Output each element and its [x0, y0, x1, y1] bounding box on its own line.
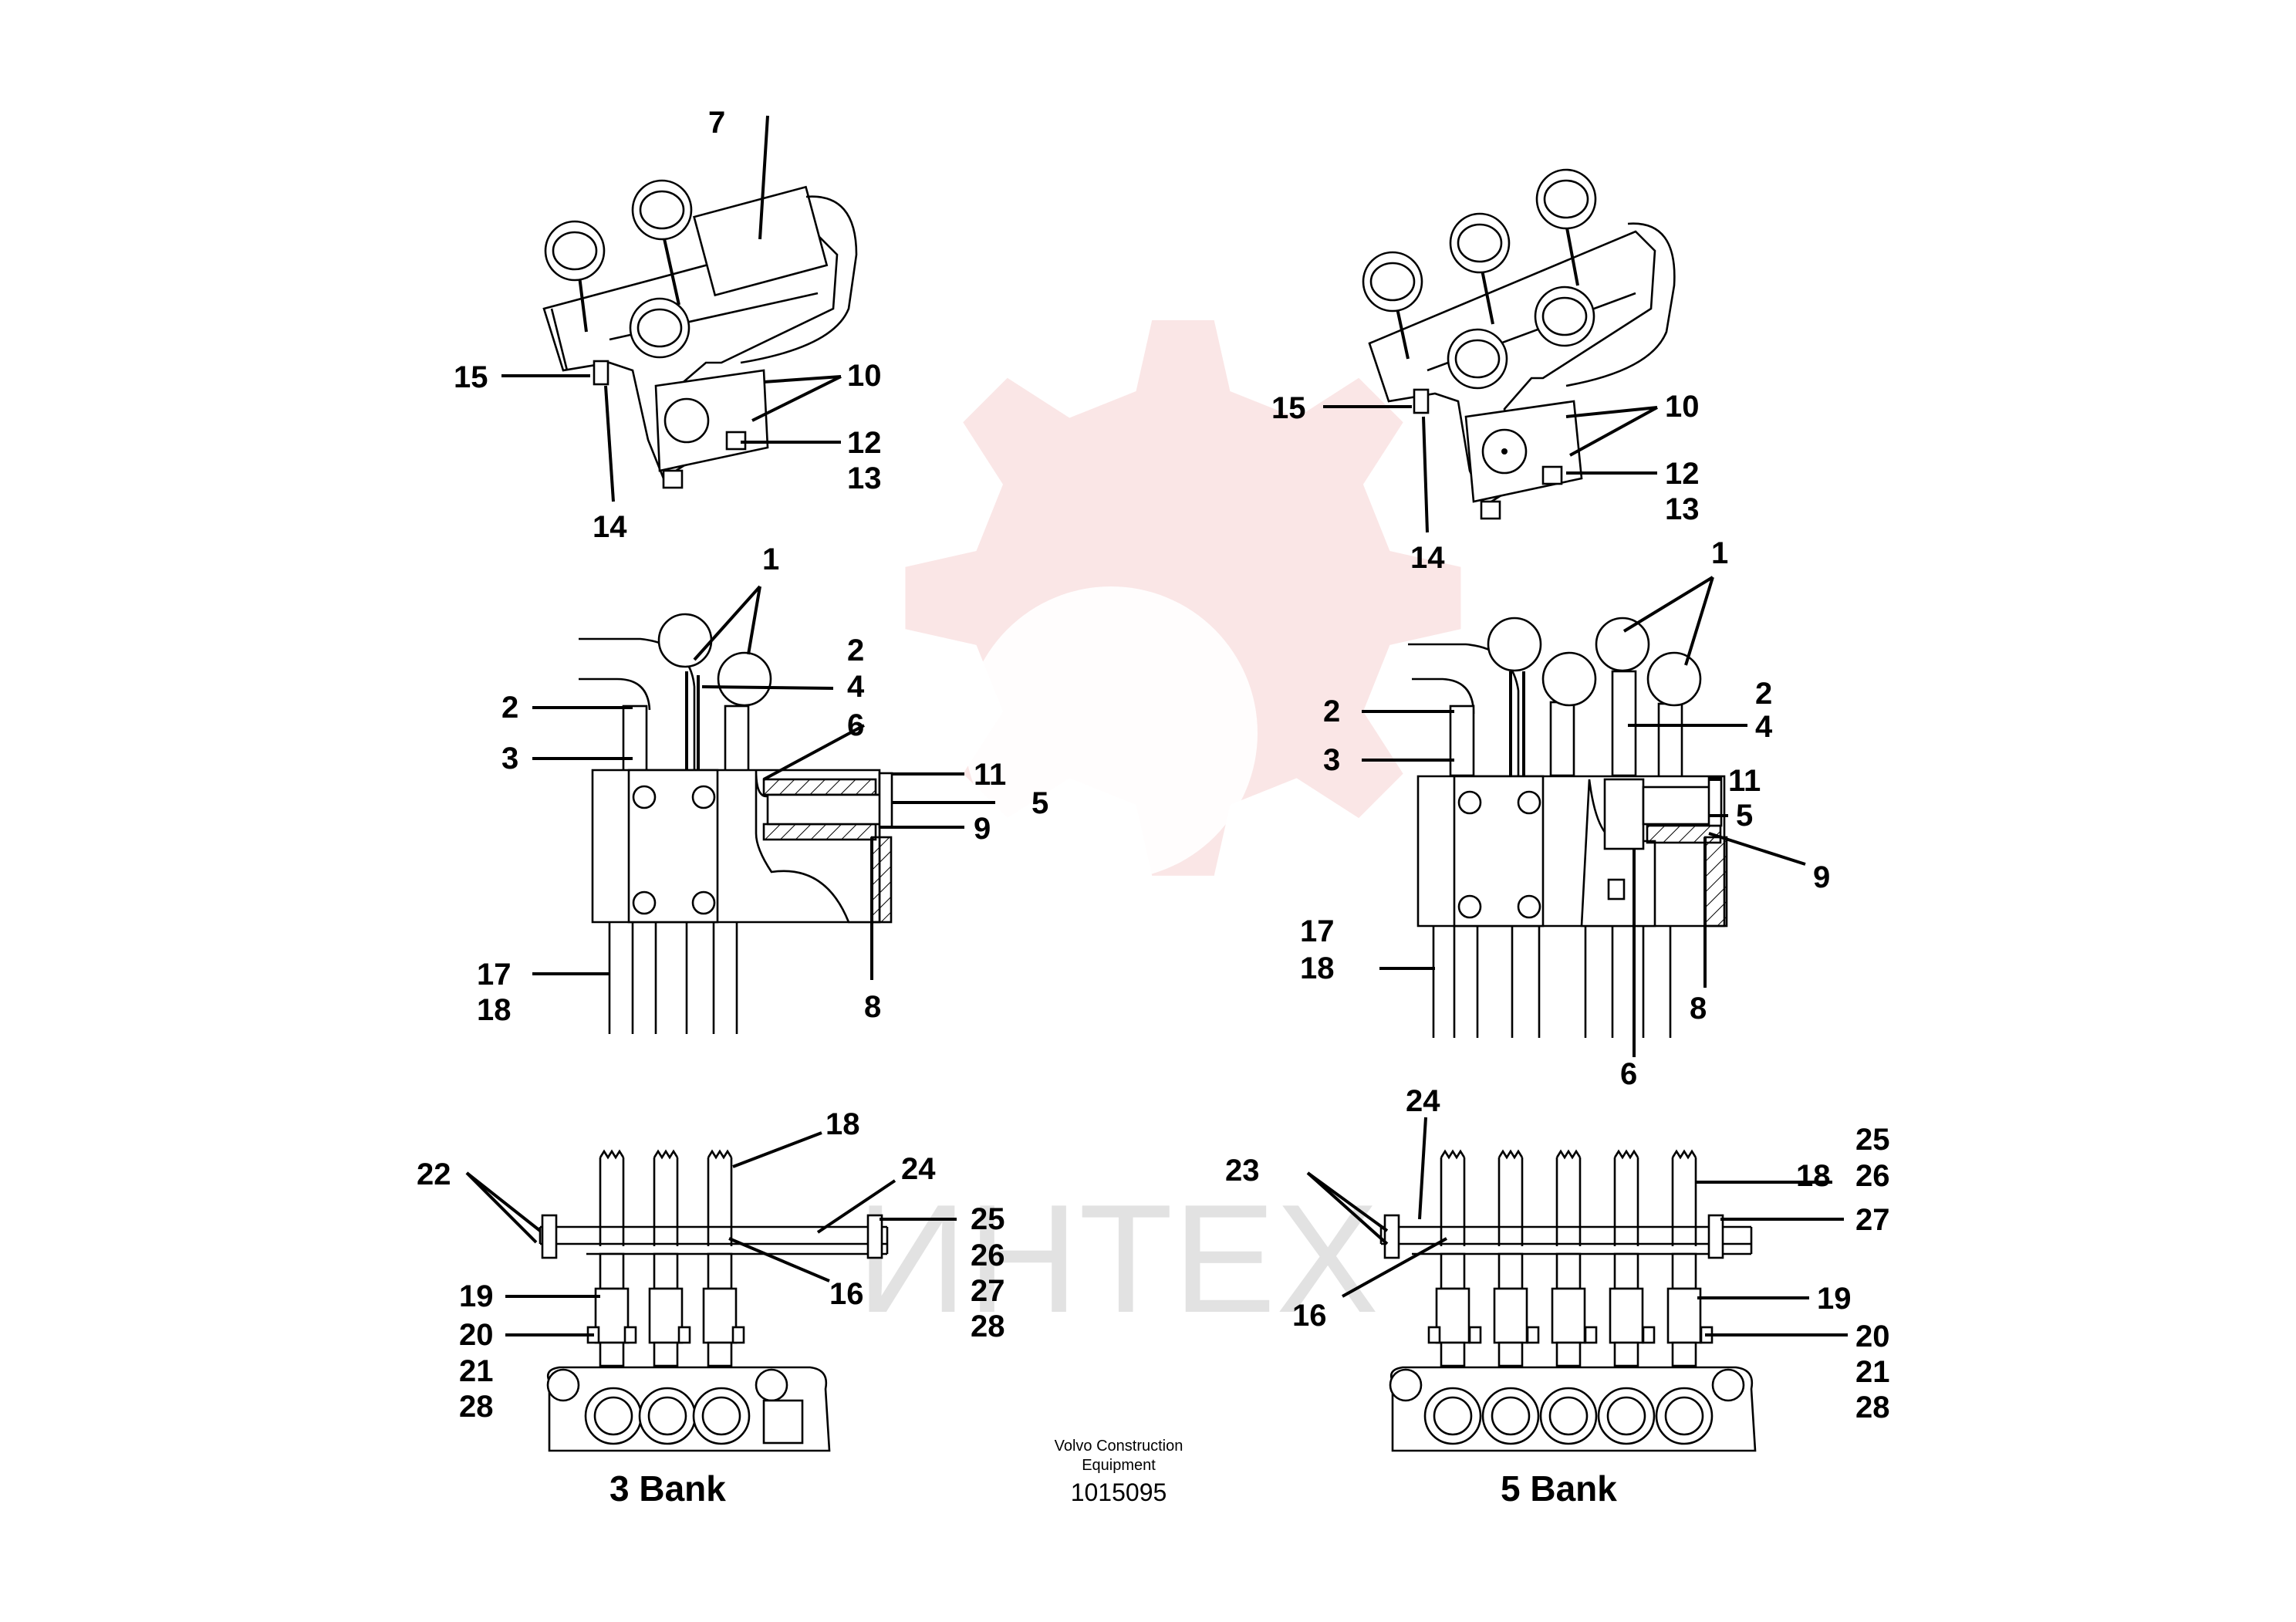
callout-25: 25 [971, 1202, 1005, 1236]
callout-12: 12 [1665, 457, 1700, 491]
callout-10: 10 [1665, 390, 1700, 424]
callout-18: 18 [477, 993, 512, 1027]
callout-12: 12 [847, 426, 882, 460]
lever-knob-4 [1447, 328, 1508, 390]
view-top-left-lever-assembly [501, 115, 858, 502]
callout-16: 16 [829, 1277, 864, 1311]
callout-15: 15 [1271, 391, 1306, 425]
view-title-5-bank: 5 Bank [1501, 1468, 1617, 1509]
callout-13: 13 [847, 461, 882, 495]
callout-21: 21 [1855, 1355, 1890, 1389]
callout-2: 2 [501, 691, 518, 725]
footer-company-line-2: Equipment [1082, 1457, 1156, 1474]
callout-3: 3 [1323, 743, 1340, 777]
callout-24: 24 [901, 1152, 936, 1186]
callout-15: 15 [454, 360, 488, 394]
lever-knob-5 [1534, 286, 1595, 347]
callout-10: 10 [847, 359, 882, 393]
lever-knob-1 [544, 220, 606, 333]
bank-spool-5 [1666, 1149, 1702, 1367]
callout-4: 4 [1755, 710, 1773, 744]
callout-19: 19 [1817, 1282, 1852, 1316]
callout-28: 28 [459, 1390, 494, 1424]
callout-5: 5 [1032, 786, 1048, 820]
callout-21: 21 [459, 1354, 494, 1388]
callout-5: 5 [1736, 799, 1753, 833]
view-middle-left-section [532, 585, 995, 1034]
callout-7: 7 [708, 106, 725, 140]
bank-spool-4 [1609, 1149, 1644, 1367]
watermark-text: ИНТЕХ [856, 1173, 1379, 1345]
callout-6: 6 [1620, 1057, 1637, 1091]
callout-14: 14 [593, 510, 627, 544]
callout-24: 24 [1406, 1084, 1440, 1118]
bank-spool-3 [702, 1149, 738, 1367]
callout-28: 28 [1855, 1391, 1890, 1424]
callout-11: 11 [1728, 764, 1761, 798]
view-middle-right-section [1362, 576, 1806, 1057]
lever-knob-2 [1449, 212, 1511, 325]
callout-16: 16 [1292, 1299, 1327, 1333]
bank-spool-2 [1493, 1149, 1528, 1367]
lever-knob-2 [631, 179, 693, 306]
lever-knob-1 [1362, 251, 1423, 360]
callout-26: 26 [1855, 1159, 1890, 1193]
callout-23: 23 [1225, 1154, 1260, 1188]
bank-spool-3 [1551, 1149, 1586, 1367]
callout-14: 14 [1410, 541, 1445, 575]
view-5-bank [1306, 1117, 1848, 1452]
callout-9: 9 [1813, 860, 1830, 894]
callout-25: 25 [1855, 1123, 1890, 1157]
callout-6: 6 [847, 708, 864, 742]
callout-9: 9 [974, 812, 991, 846]
footer-company-line-1: Volvo Construction [1055, 1438, 1183, 1455]
callout-27: 27 [971, 1274, 1005, 1308]
view-top-right-lever-assembly [1323, 168, 1676, 533]
callout-18: 18 [1796, 1159, 1831, 1193]
bank-spool-1 [1435, 1149, 1470, 1367]
footer-drawing-number: 1015095 [1071, 1478, 1167, 1506]
callout-8: 8 [1690, 992, 1707, 1026]
callout-18: 18 [826, 1107, 860, 1141]
callout-2: 2 [847, 634, 864, 667]
callout-19: 19 [459, 1279, 494, 1313]
bank-spool-1 [594, 1149, 630, 1367]
callout-2: 2 [1323, 694, 1340, 728]
callout-13: 13 [1665, 492, 1700, 526]
callout-4: 4 [847, 670, 865, 704]
callout-1: 1 [762, 542, 779, 576]
callout-26: 26 [971, 1238, 1005, 1272]
callout-3: 3 [501, 742, 518, 776]
lever-knob-3 [1535, 168, 1597, 286]
lever-knob-3 [629, 297, 690, 359]
callout-11: 11 [974, 758, 1006, 792]
watermark-gear-hole [964, 586, 1258, 880]
callout-28: 28 [971, 1309, 1005, 1343]
callout-2: 2 [1755, 677, 1772, 711]
callout-27: 27 [1855, 1203, 1890, 1237]
callout-22: 22 [417, 1157, 451, 1191]
callout-20: 20 [459, 1318, 494, 1352]
callout-8: 8 [864, 990, 881, 1024]
bank-spool-2 [648, 1149, 684, 1367]
callout-17: 17 [1300, 914, 1335, 948]
callout-18: 18 [1300, 951, 1335, 985]
callout-20: 20 [1855, 1320, 1890, 1353]
callout-1: 1 [1711, 536, 1728, 570]
view-title-3-bank: 3 Bank [609, 1468, 726, 1509]
callout-17: 17 [477, 958, 512, 992]
view-3-bank [465, 1131, 957, 1452]
